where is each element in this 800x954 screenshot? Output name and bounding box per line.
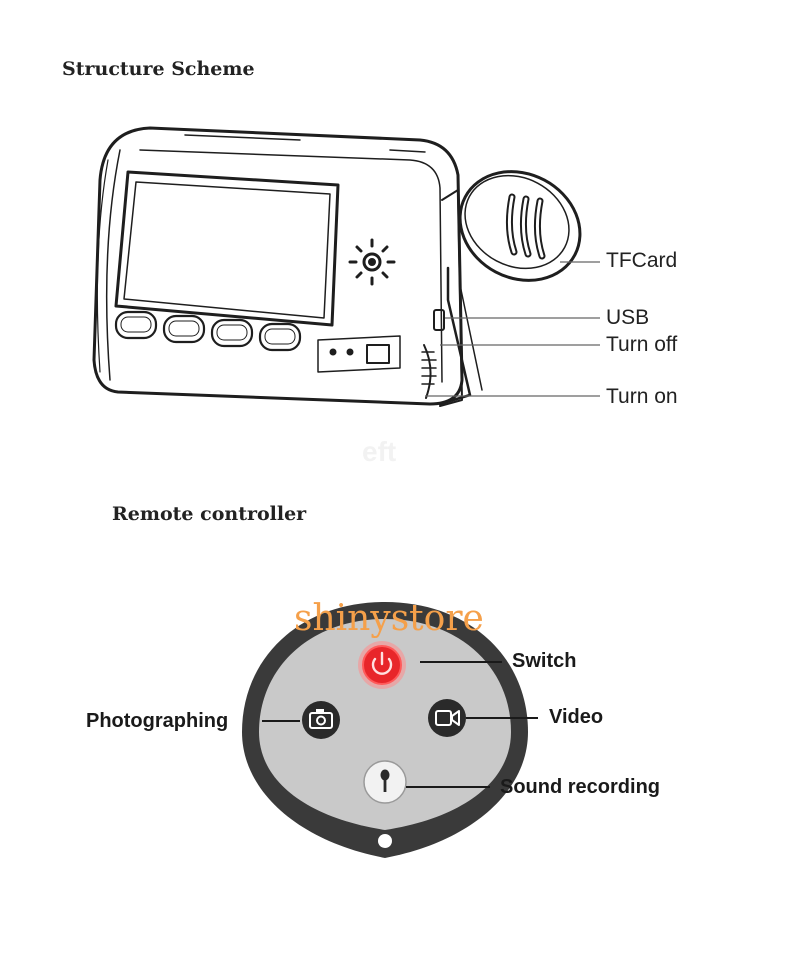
label-usb: USB [606, 306, 650, 329]
lcd-screen [114, 170, 340, 327]
label-photographing: Photographing [86, 710, 229, 732]
label-video: Video [549, 706, 604, 728]
video-camera-icon [428, 699, 466, 737]
camera-icon [302, 701, 340, 739]
label-turn-off: Turn off [606, 333, 678, 356]
label-turn-on: Turn on [606, 385, 678, 408]
structure-leader-lines [425, 261, 600, 397]
side-switch [421, 344, 437, 399]
rear-stand [438, 170, 582, 406]
faint-watermark: eft [362, 436, 397, 467]
store-watermark: shinystore [294, 598, 484, 639]
lanyard-hole [378, 834, 392, 848]
front-buttons [114, 310, 302, 352]
label-tfcard: TFCard [606, 249, 678, 272]
label-switch: Switch [512, 650, 577, 672]
remote-controller [242, 602, 538, 858]
camera-clock-device [92, 126, 582, 407]
microphone-icon [363, 760, 407, 804]
remote-face [259, 619, 511, 830]
remote-leader-lines [262, 661, 538, 788]
speaker-icon [348, 238, 396, 286]
structure-scheme-title: Structure Scheme [62, 58, 255, 80]
label-sound-recording: Sound recording [500, 776, 660, 798]
remote-controller-title: Remote controller [112, 503, 307, 525]
indicator-panel [317, 335, 401, 373]
power-icon [358, 641, 406, 689]
